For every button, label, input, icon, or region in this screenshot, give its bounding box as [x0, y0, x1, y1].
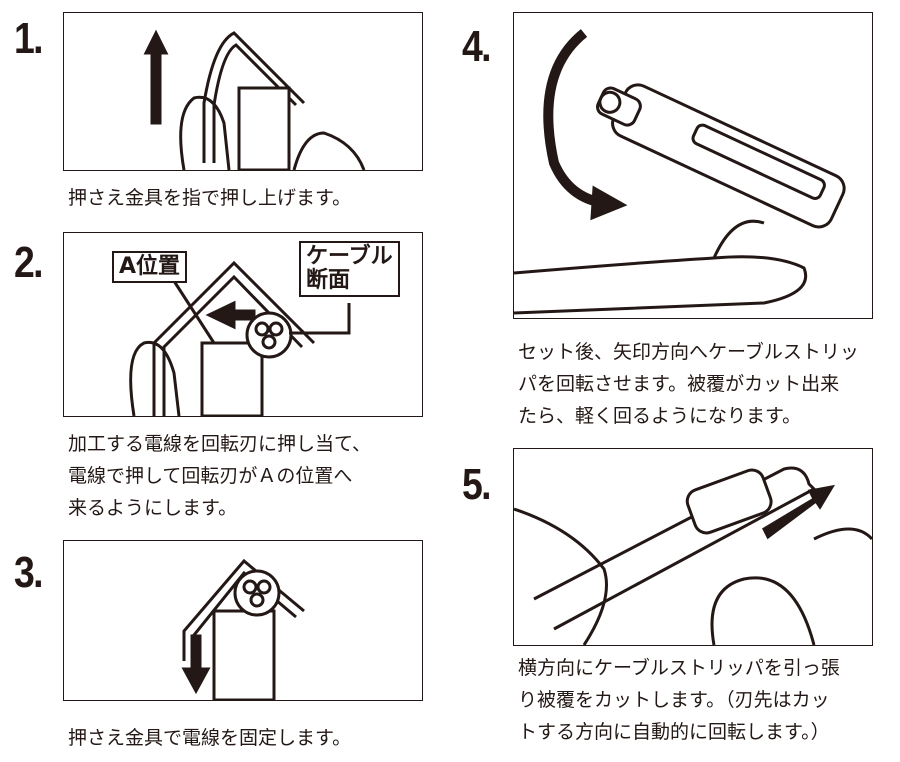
step-5-caption: 横方向にケーブルストリッパを引っ張 り被覆をカットします。（刃先はカッ トする方… — [518, 657, 840, 743]
step-3-number: 3. — [14, 548, 43, 597]
step-1-number: 1. — [14, 14, 43, 63]
step-4-number: 4. — [462, 22, 491, 71]
position-a-callout: A位置 — [112, 251, 188, 283]
cable-section-callout: ケーブル 断面 — [299, 241, 400, 297]
step-1-illustration — [63, 12, 423, 171]
step-1-caption: 押さえ金具を指で押し上げます。 — [68, 187, 352, 209]
step-2-number: 2. — [14, 238, 43, 287]
step-4-caption: セット後、矢印方向へケーブルストリッ パを回転させます。被覆がカット出来 たら、… — [518, 341, 859, 427]
step-5-number: 5. — [462, 460, 491, 509]
step-2-caption: 加工する電線を回転刃に押し当て、 電線で押して回転刃がＡの位置へ 来るようにしま… — [68, 433, 372, 519]
step-4-illustration — [513, 12, 873, 319]
step-3-illustration — [63, 540, 423, 701]
step-3-caption: 押さえ金具で電線を固定します。 — [68, 727, 352, 749]
step-5-illustration — [513, 448, 873, 646]
step-2-illustration: A位置 ケーブル 断面 — [63, 232, 423, 417]
